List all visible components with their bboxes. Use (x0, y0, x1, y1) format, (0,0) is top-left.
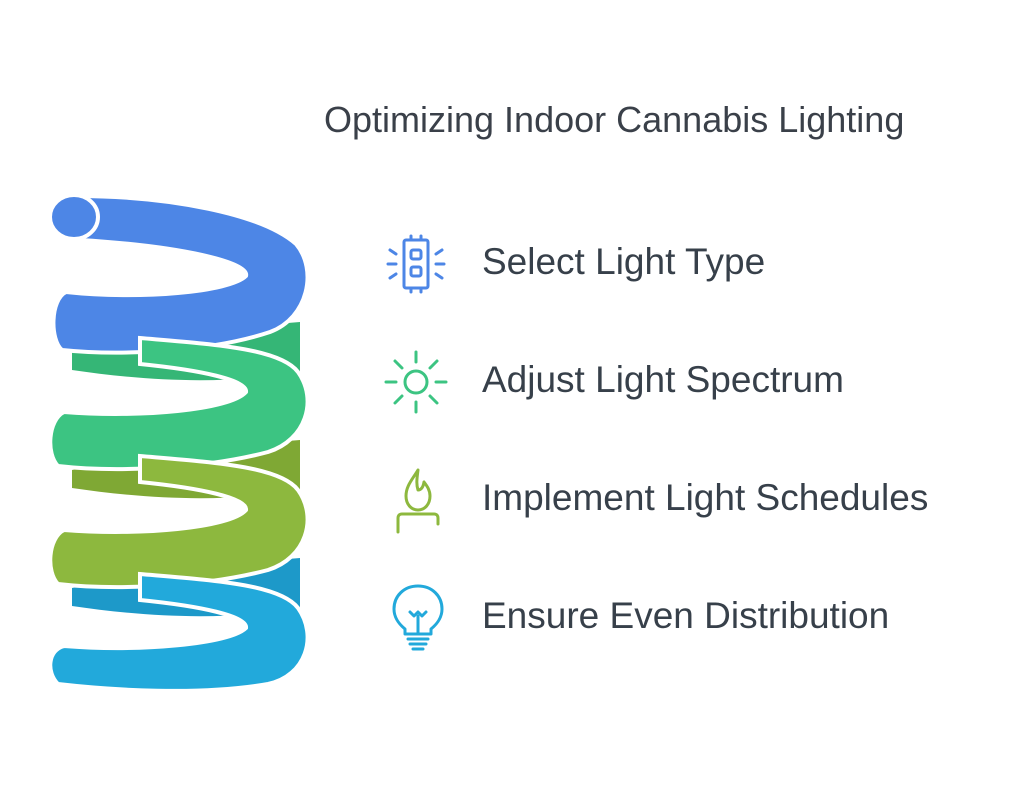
spiral-coil-graphic (48, 193, 310, 693)
led-panel-icon (386, 234, 446, 294)
item-label-adjust-light-spectrum: Adjust Light Spectrum (482, 359, 844, 400)
coil-front-blue (51, 193, 310, 355)
page-title: Optimizing Indoor Cannabis Lighting (324, 99, 905, 140)
item-label-implement-light-schedules: Implement Light Schedules (482, 477, 929, 518)
item-label-ensure-even-distribution: Ensure Even Distribution (482, 595, 890, 636)
item-label-select-light-type: Select Light Type (482, 241, 766, 282)
coil-front-cyan (48, 571, 310, 693)
coil-end-cap (48, 193, 100, 241)
flame-icon (396, 468, 440, 534)
lightbulb-icon (392, 584, 444, 651)
coil-front-green (48, 335, 310, 472)
coil-front-olive (48, 453, 310, 590)
sun-icon (384, 350, 448, 414)
